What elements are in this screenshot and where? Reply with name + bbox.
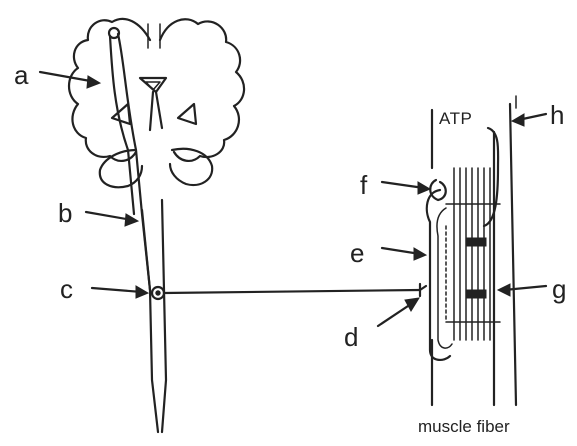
brain-right-hemisphere (160, 19, 244, 161)
arrowhead-f (418, 182, 430, 194)
label-b: b (58, 198, 72, 228)
label-a: a (14, 60, 29, 90)
brain-fissure (148, 24, 160, 48)
arrowhead-g (498, 284, 510, 296)
left-ventricle (112, 104, 130, 124)
atp-label: ATP (439, 109, 472, 128)
upper-motor-neuron (109, 28, 119, 38)
label-g: g (552, 274, 566, 304)
arrowhead-d (405, 298, 419, 311)
brain-center-stem (150, 92, 162, 130)
muscle-fiber (427, 96, 516, 405)
arrowhead-e (414, 248, 426, 260)
dark-band-1 (466, 238, 486, 246)
myofibril-bundle (446, 168, 500, 340)
arrowhead-b (125, 214, 138, 226)
arrowhead-h (512, 114, 524, 126)
spinal-cord-right-edge (162, 200, 166, 432)
right-ventricle (178, 104, 196, 124)
axon-terminal (420, 284, 426, 296)
label-d: d (344, 322, 358, 352)
label-c: c (60, 274, 73, 304)
lower-motor-neuron-nucleus (156, 291, 160, 295)
brain (69, 19, 244, 290)
muscle-fiber-caption: muscle fiber (418, 417, 510, 436)
spinal-cord-left-edge (142, 210, 158, 432)
label-f: f (360, 170, 368, 200)
endplate-inner (437, 208, 452, 348)
atp-bracket (484, 128, 498, 226)
sarcolemma-right (510, 104, 516, 405)
dark-band-2 (466, 290, 486, 298)
arrow-c (92, 288, 142, 292)
arrowhead-c (136, 286, 148, 298)
spinal-cord (142, 200, 166, 432)
arrowhead-a (87, 76, 100, 88)
motor-axon (164, 290, 420, 293)
label-h: h (550, 100, 564, 130)
label-e: e (350, 238, 364, 268)
